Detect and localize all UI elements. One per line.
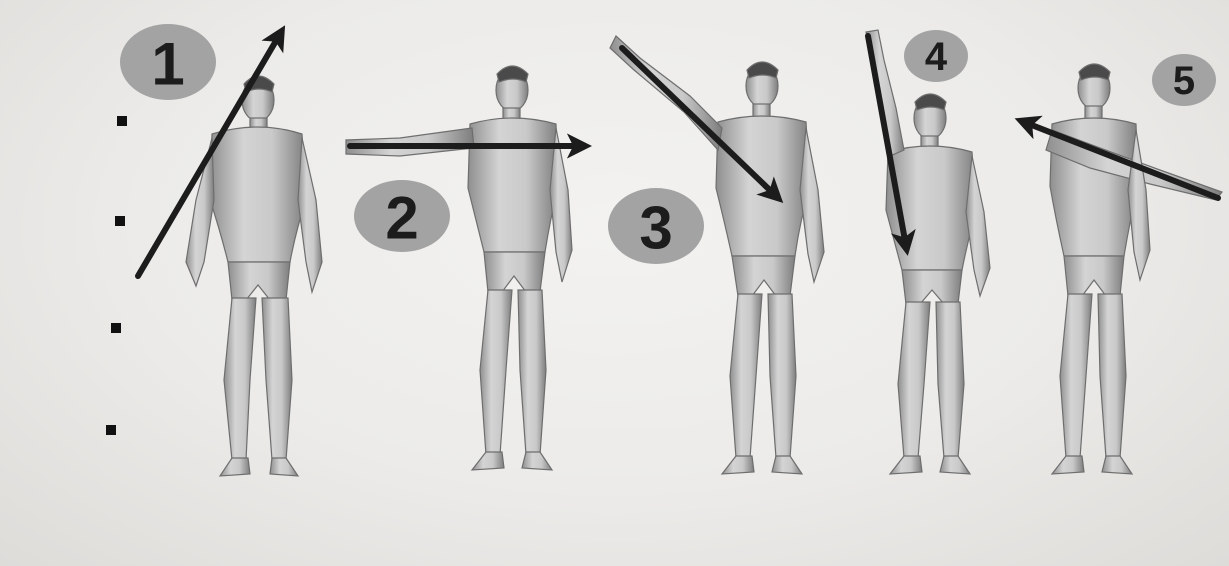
step-badge-3: 3 (608, 188, 704, 264)
step-number: 4 (925, 35, 948, 79)
step-number: 5 (1173, 59, 1195, 103)
bullet-square (106, 425, 116, 435)
figure-step-2 (346, 66, 572, 470)
step-number: 3 (639, 195, 672, 262)
figure-step-5 (1046, 64, 1222, 474)
step-number: 2 (385, 185, 418, 252)
step-number: 1 (151, 31, 184, 98)
figure-step-1 (186, 76, 322, 476)
step-badge-1: 1 (120, 24, 216, 100)
step-badge-5: 5 (1152, 54, 1216, 106)
step-badge-4: 4 (904, 30, 968, 82)
bullet-square (117, 116, 127, 126)
bullet-square (115, 216, 125, 226)
step-badge-2: 2 (354, 180, 450, 252)
bullet-list (106, 116, 127, 435)
bullet-square (111, 323, 121, 333)
figure-step-4 (866, 30, 990, 474)
